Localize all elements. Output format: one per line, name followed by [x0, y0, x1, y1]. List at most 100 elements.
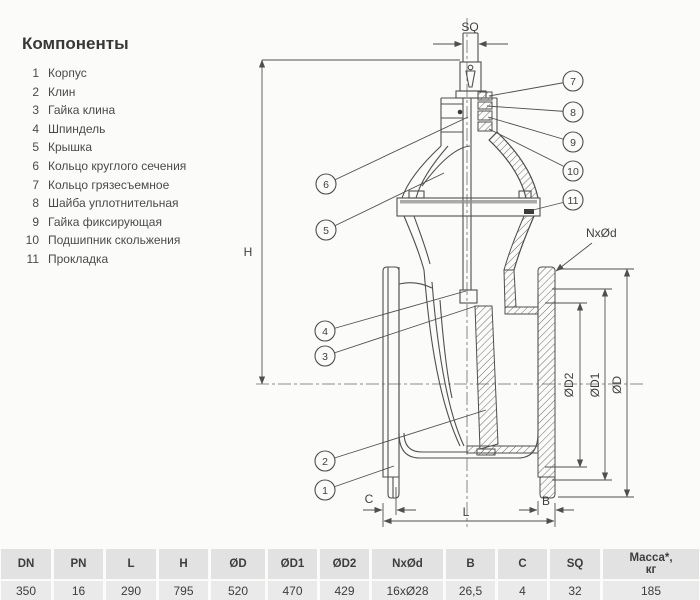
component-item: 3 Гайка клина — [22, 103, 242, 122]
dim-label-h: H — [244, 245, 253, 259]
component-item: 9 Гайка фиксирующая — [22, 215, 242, 234]
table-value-od2: 429 — [320, 581, 369, 600]
svg-text:6: 6 — [323, 179, 329, 191]
svg-text:5: 5 — [323, 225, 329, 237]
table-header-l: L — [106, 549, 156, 579]
table-value-nxod: 16xØ28 — [372, 581, 443, 600]
table-header-h: H — [159, 549, 208, 579]
component-label: Клин — [48, 84, 76, 99]
dimension-labels: SQ H NxØd ØD2 ØD1 ØD C B L — [244, 20, 624, 519]
callout-1: 1 — [314, 479, 336, 501]
valve-body-outline — [382, 32, 541, 499]
component-number: 11 — [26, 251, 39, 266]
table-value-dn: 350 — [1, 581, 51, 600]
component-item: 5 Крышка — [22, 140, 242, 159]
component-item: 2 Клин — [22, 85, 242, 104]
callout-balloons: 1 2 3 4 5 6 7 8 — [314, 70, 584, 501]
dim-label-c: C — [365, 492, 374, 506]
component-number: 9 — [32, 214, 39, 229]
component-label: Крышка — [48, 140, 93, 155]
table-header-massa: Масса*, кг — [603, 549, 699, 579]
svg-text:3: 3 — [322, 351, 328, 363]
callout-10: 10 — [562, 160, 584, 182]
dim-label-od2: ØD2 — [562, 372, 576, 397]
spec-table: DN PN L H ØD ØD1 ØD2 NxØd B C SQ Масса*,… — [1, 549, 699, 600]
table-header-dn: DN — [1, 549, 51, 579]
callout-3: 3 — [314, 345, 336, 367]
svg-text:8: 8 — [570, 107, 576, 119]
table-value-b: 26,5 — [446, 581, 495, 600]
table-value-od: 520 — [211, 581, 265, 600]
component-number: 7 — [32, 177, 39, 192]
component-label: Подшипник скольжения — [48, 233, 181, 248]
component-label: Гайка клина — [48, 103, 116, 118]
svg-text:9: 9 — [570, 137, 576, 149]
svg-text:2: 2 — [322, 456, 328, 468]
component-number: 6 — [32, 158, 39, 173]
callout-4: 4 — [314, 320, 336, 342]
component-item: 1 Корпус — [22, 66, 242, 85]
dim-label-od1: ØD1 — [588, 372, 602, 397]
valve-technical-drawing: 1 2 3 4 5 6 7 8 — [244, 18, 645, 527]
table-value-massa: 185 — [603, 581, 699, 600]
component-item: 11 Прокладка — [22, 252, 242, 271]
callout-5: 5 — [315, 219, 337, 241]
component-number: 4 — [32, 121, 39, 136]
component-item: 7 Кольцо грязесъемное — [22, 178, 242, 197]
component-number: 1 — [32, 66, 39, 80]
table-value-h: 795 — [159, 581, 208, 600]
callout-9: 9 — [562, 131, 584, 153]
component-label: Кольцо круглого сечения — [48, 158, 187, 173]
callout-11: 11 — [562, 189, 584, 211]
callout-leaders — [324, 80, 574, 491]
table-header-od: ØD — [211, 549, 265, 579]
component-item: 6 Кольцо круглого сечения — [22, 159, 242, 178]
callout-2: 2 — [314, 450, 336, 472]
svg-text:10: 10 — [567, 166, 579, 178]
component-item: 8 Шайба уплотнительная — [22, 196, 242, 215]
callout-8: 8 — [562, 101, 584, 123]
table-header-od2: ØD2 — [320, 549, 369, 579]
svg-text:7: 7 — [570, 76, 576, 88]
svg-text:1: 1 — [322, 485, 328, 497]
callout-6: 6 — [315, 173, 337, 195]
component-label: Прокладка — [48, 251, 109, 266]
component-number: 10 — [25, 233, 39, 248]
seal-details — [400, 109, 537, 214]
component-label: Шайба уплотнительная — [48, 196, 179, 211]
table-value-c: 4 — [498, 581, 547, 600]
component-item: 4 Шпиндель — [22, 122, 242, 141]
section-hatching — [466, 91, 556, 499]
table-value-pn: 16 — [54, 581, 103, 600]
table-value-sq: 32 — [550, 581, 600, 600]
dim-label-b: B — [542, 494, 550, 508]
component-number: 5 — [32, 140, 39, 155]
svg-text:4: 4 — [322, 326, 328, 338]
table-value-l: 290 — [106, 581, 156, 600]
table-header-sq: SQ — [550, 549, 600, 579]
callout-7: 7 — [562, 70, 584, 92]
center-lines — [256, 18, 645, 527]
component-label: Кольцо грязесъемное — [48, 177, 170, 192]
table-header-pn: PN — [54, 549, 103, 579]
dim-label-sq: SQ — [461, 20, 478, 34]
component-number: 8 — [32, 196, 39, 211]
dim-label-l: L — [463, 505, 470, 519]
svg-text:11: 11 — [568, 195, 579, 207]
table-header-c: C — [498, 549, 547, 579]
component-item: 10 Подшипник скольжения — [22, 233, 242, 252]
component-label: Шпиндель — [48, 121, 106, 136]
dimension-lines — [258, 40, 634, 527]
component-label: Гайка фиксирующая — [48, 214, 162, 229]
table-header-b: B — [446, 549, 495, 579]
component-number: 3 — [32, 103, 39, 118]
dim-label-od: ØD — [610, 376, 624, 394]
components-title: Компоненты — [22, 34, 129, 53]
table-header-nxod: NxØd — [372, 549, 443, 579]
components-legend: Компоненты 1 Корпус 2 Клин 3 Гайка клина… — [22, 34, 242, 271]
component-number: 2 — [32, 84, 39, 99]
table-header-od1: ØD1 — [268, 549, 317, 579]
component-label: Корпус — [48, 66, 87, 80]
dim-label-nxod: NxØd — [586, 226, 617, 240]
table-value-od1: 470 — [268, 581, 317, 600]
